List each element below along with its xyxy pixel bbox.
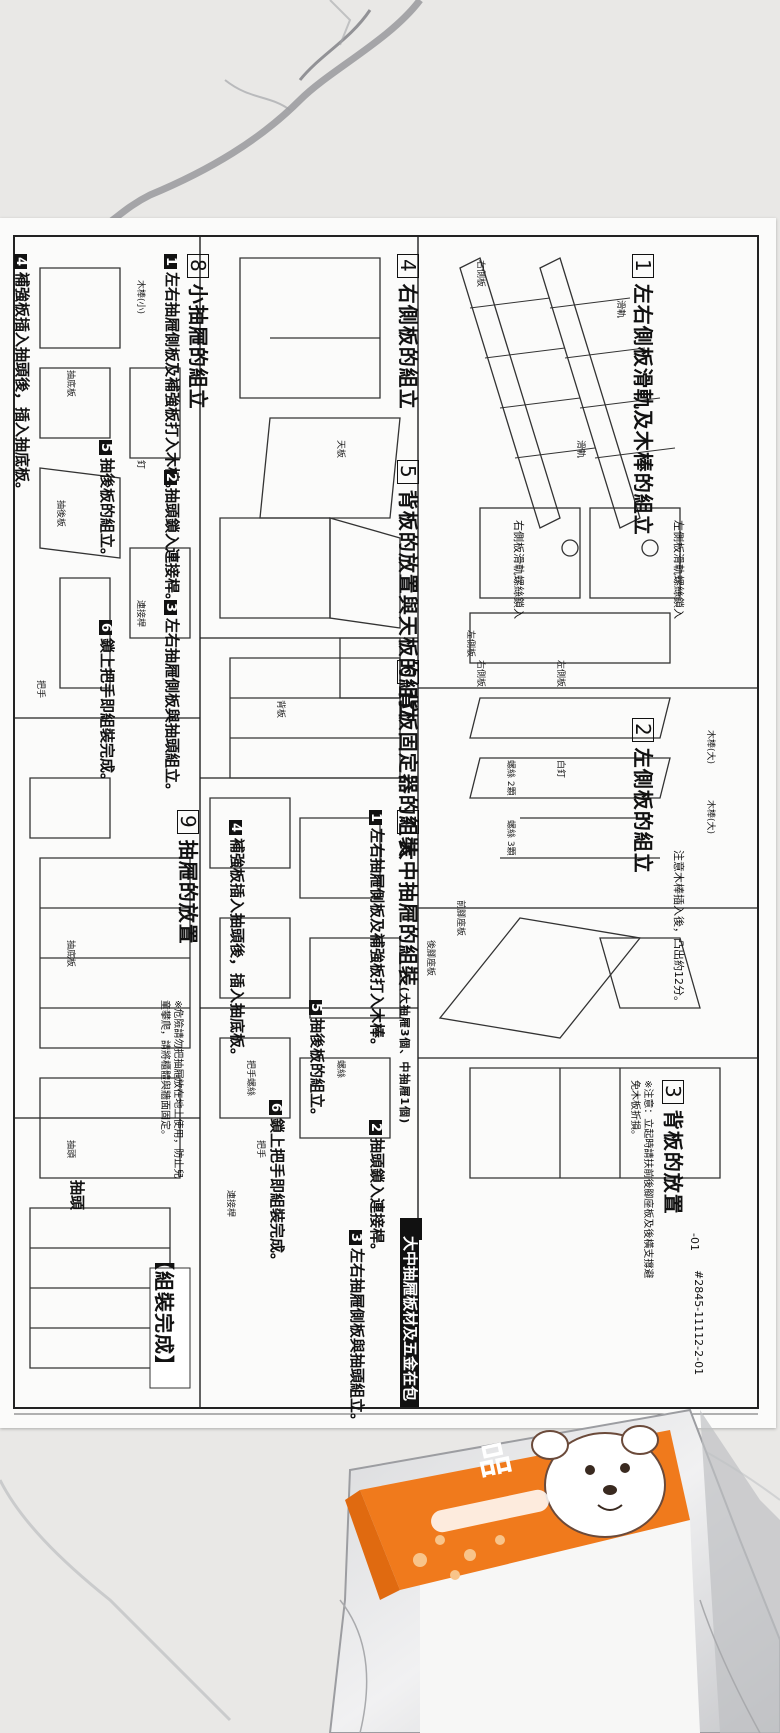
sheet-frame bbox=[13, 235, 759, 1415]
instruction-sheet: 1左右側板滑軌及木棒的組立 2左側板的組立 3背板的放置 ※注意：立起時請扶前後… bbox=[0, 218, 776, 1428]
bag-brand-text: 品 bbox=[474, 1438, 516, 1484]
